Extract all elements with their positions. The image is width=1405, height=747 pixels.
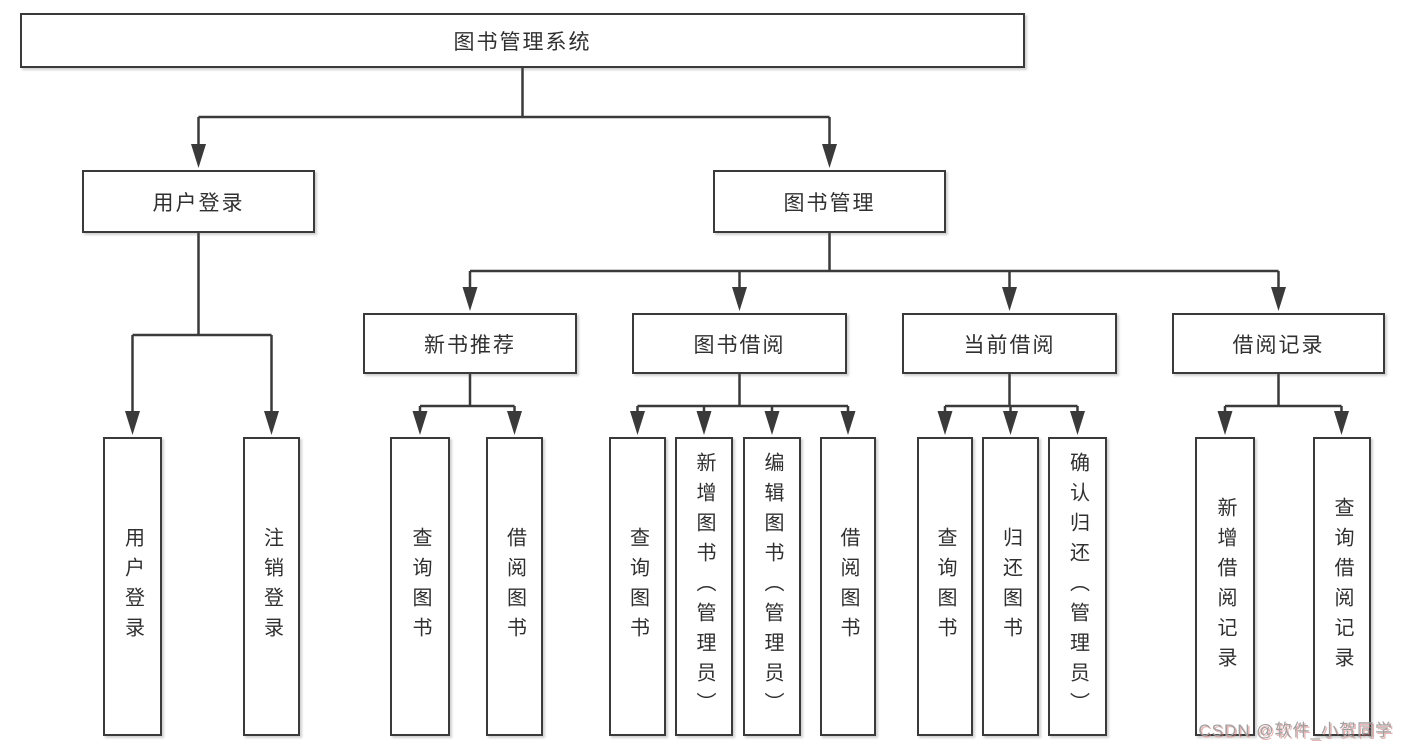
connector-records-to-leaves	[1223, 374, 1343, 412]
connector-bookmgmt-to-level3	[468, 233, 1280, 289]
leaf-add-books-admin: 新增图书（管理员）	[675, 437, 733, 736]
leaf-label: 查询图书	[934, 526, 956, 647]
connector-current-to-leaves	[943, 374, 1079, 412]
arrow-down-icon	[1070, 411, 1085, 435]
leaf-query-books-recommend: 查询图书	[390, 437, 450, 736]
csdn-watermark: CSDN @软件_小贺同学	[1198, 721, 1393, 740]
arrow-down-icon	[764, 411, 780, 435]
arrow-down-icon	[191, 144, 206, 168]
leaf-confirm-return-admin: 确认归还（管理员）	[1048, 437, 1107, 736]
leaf-label: 注销登录	[260, 526, 283, 647]
node-label: 图书管理	[783, 191, 876, 215]
arrow-down-icon	[1003, 411, 1018, 435]
arrow-down-icon	[264, 411, 279, 435]
arrow-down-icon	[412, 411, 428, 435]
node-user-login: 用户登录	[82, 170, 315, 233]
arrow-down-icon	[1334, 411, 1349, 435]
leaf-label: 确认归还（管理员）	[1066, 451, 1089, 722]
arrow-down-icon	[937, 411, 953, 435]
node-current-borrowing: 当前借阅	[902, 313, 1117, 374]
leaf-query-books-current: 查询图书	[917, 437, 973, 736]
arrow-down-icon	[1271, 287, 1286, 311]
node-label: 借阅记录	[1232, 333, 1325, 357]
leaf-label: 借阅图书	[837, 526, 859, 647]
arrow-down-icon	[732, 287, 747, 311]
node-label: 当前借阅	[963, 333, 1056, 357]
node-borrowing-records: 借阅记录	[1172, 313, 1385, 374]
arrow-down-icon	[840, 411, 856, 435]
leaf-label: 新增借阅记录	[1214, 496, 1236, 677]
arrowheads	[125, 144, 1349, 435]
leaf-borrow-books-recommend: 借阅图书	[486, 437, 543, 736]
leaf-label: 新增图书（管理员）	[693, 451, 715, 722]
node-new-book-recommendation: 新书推荐	[363, 313, 577, 374]
node-label: 图书借阅	[693, 333, 786, 357]
leaf-label: 编辑图书（管理员）	[761, 451, 783, 722]
arrow-down-icon	[507, 411, 522, 435]
connector-userlogin-to-leaves	[131, 233, 273, 412]
arrow-down-icon	[630, 411, 645, 435]
leaf-return-books: 归还图书	[982, 437, 1039, 736]
leaf-add-borrow-record: 新增借阅记录	[1195, 437, 1255, 736]
node-library-management-system: 图书管理系统	[20, 13, 1025, 68]
arrow-down-icon	[696, 411, 712, 435]
leaf-label: 借阅图书	[503, 526, 526, 647]
leaf-edit-books-admin: 编辑图书（管理员）	[743, 437, 801, 736]
node-label: 图书管理系统	[453, 30, 592, 54]
leaf-label: 查询图书	[409, 526, 431, 647]
arrow-down-icon	[125, 411, 140, 435]
node-book-borrowing: 图书借阅	[632, 313, 847, 374]
connector-borrow-to-leaves	[636, 374, 850, 412]
leaf-query-books-borrowing: 查询图书	[609, 437, 666, 736]
leaf-logout-login: 注销登录	[243, 437, 300, 736]
leaf-borrow-books-borrowing: 借阅图书	[820, 437, 876, 736]
arrow-down-icon	[1217, 411, 1233, 435]
leaf-label: 查询借阅记录	[1331, 496, 1353, 677]
node-label: 用户登录	[152, 191, 245, 215]
leaf-user-login: 用户登录	[103, 437, 162, 736]
leaf-label: 用户登录	[121, 526, 144, 647]
node-book-management: 图书管理	[713, 170, 946, 233]
leaf-label: 查询图书	[626, 526, 649, 647]
connector-root-to-level2	[197, 68, 831, 146]
arrow-down-icon	[1002, 287, 1017, 311]
node-label: 新书推荐	[424, 333, 516, 357]
leaf-label: 归还图书	[999, 526, 1022, 647]
arrow-down-icon	[822, 144, 837, 168]
arrow-down-icon	[462, 287, 478, 311]
leaf-query-borrow-record: 查询借阅记录	[1313, 437, 1371, 736]
connector-newbook-to-leaves	[418, 374, 516, 412]
